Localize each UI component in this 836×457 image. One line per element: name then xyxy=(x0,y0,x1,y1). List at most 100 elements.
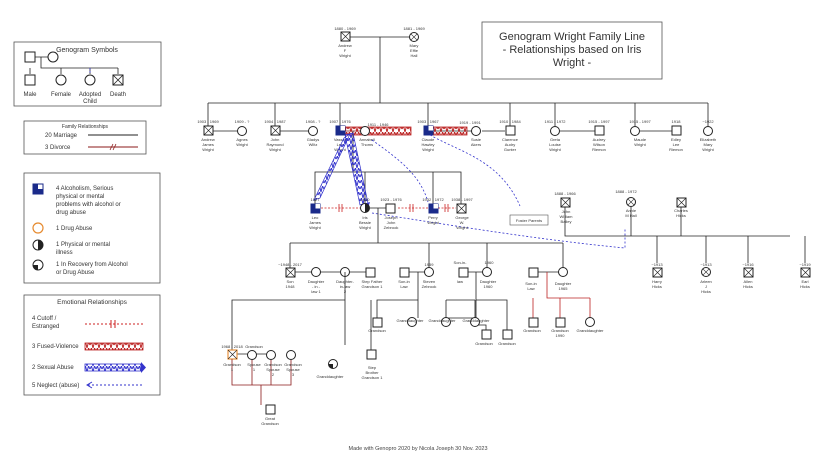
label-people-john-w-3: Bailey xyxy=(561,219,572,224)
label-people-claude-2: Hawley xyxy=(421,142,434,147)
legend-alcohol-4: drug abuse xyxy=(56,210,87,216)
label-people-stepbrother-2: Grandson 1 xyxy=(362,375,384,380)
person-g-grandson-a[interactable] xyxy=(372,317,383,328)
label-people-spouse3-2: 3 xyxy=(292,372,295,377)
label-foster-parents: Foster Parents xyxy=(516,218,542,223)
person-elizabeth[interactable] xyxy=(703,126,713,136)
person-spouse-2[interactable] xyxy=(266,350,276,360)
label-people-steven-2: Zebrook xyxy=(422,284,437,289)
legend-symbols-heading: Genogram Symbols xyxy=(56,47,118,54)
title-box xyxy=(481,21,663,80)
label-people-george-1: George xyxy=(455,215,469,220)
label-people-iris-3: Wright xyxy=(359,225,371,230)
person-maude[interactable] xyxy=(630,126,640,136)
generation-3: 1927 Leo James Wright 1930 Iris Bessie W… xyxy=(309,131,806,263)
label-people-soninlaw2-0: Son-in- xyxy=(454,260,468,265)
person-g-granddaughter-c[interactable] xyxy=(470,317,480,327)
person-agnes[interactable] xyxy=(237,126,247,136)
label-people-spouse2-2: 2 xyxy=(272,372,275,377)
legend-recovery-1: 1 In Recovery from Alcohol xyxy=(56,262,128,268)
legend-family: Family Relationships 20 Marriage 3 Divor… xyxy=(23,120,147,155)
generation-5: Grandson Granddaughter Granddaughter Gra… xyxy=(221,272,604,426)
person-clarence[interactable] xyxy=(505,125,516,136)
person-stepfather[interactable] xyxy=(365,267,376,278)
label-people-iris-1: Iris xyxy=(362,215,367,220)
title-line-2: - Relationships based on Iris xyxy=(503,44,642,56)
legend-emotional-heading: Emotional Relationships xyxy=(57,299,127,306)
person-daughter-1965[interactable] xyxy=(558,267,568,277)
label-people-andrew-f-0: 1880 - 1969 xyxy=(334,26,356,31)
label-people-perry-0: 1932 - 1972 xyxy=(422,197,444,202)
label-people-greta-3: Wright xyxy=(549,147,561,152)
label-people-gladys-0: 1908 - ? xyxy=(306,119,321,124)
label-people-charles-1: Hicks xyxy=(676,213,686,218)
person-annabell[interactable] xyxy=(360,126,370,136)
label-people-leo-0: 1927 xyxy=(311,197,321,202)
person-g-granddaughter-a[interactable] xyxy=(407,317,417,327)
label-people-joseph-0: 1923 - 1976 xyxy=(380,197,402,202)
label-people-audrey-2: Wilson xyxy=(593,142,605,147)
person-soninlaw[interactable] xyxy=(399,267,410,278)
label-people-daughter1965-0: Daughter xyxy=(555,281,572,286)
label-people-harry-1: Harry xyxy=(652,279,662,284)
person-g-granddaughter-d[interactable] xyxy=(585,317,595,327)
label-people-george-3: Wright xyxy=(456,225,468,230)
person-edley[interactable] xyxy=(671,125,682,136)
foster-parents-box xyxy=(509,214,549,226)
label-people-daughter1965-1: 1965 xyxy=(559,286,569,291)
person-susie[interactable] xyxy=(471,126,481,136)
person-spouse-3[interactable] xyxy=(286,350,296,360)
person-g-granddaughter-b[interactable] xyxy=(441,317,451,327)
legend-health: 4 Alcoholism, Serious physical or mental… xyxy=(23,172,161,284)
label-people-clarence-1: Clarence xyxy=(502,137,519,142)
person-daughter-1960[interactable] xyxy=(482,267,492,277)
label-people-joseph-3: Zebrook xyxy=(384,225,399,230)
title-line-1: Genogram Wright Family Line xyxy=(499,31,645,43)
label-people-spouse2-0: Grandson xyxy=(264,362,282,367)
label-people-grandson1-2: 1 xyxy=(231,367,234,372)
person-soninlaw2[interactable] xyxy=(458,267,469,278)
legend-physical-1: 1 Physical or mental xyxy=(56,242,110,248)
generation-2: 1903 - 1969 Andrew James Wright 1909 - ?… xyxy=(197,102,716,152)
male-example-icon xyxy=(24,74,36,86)
label-people-dil1-2: law 1 xyxy=(311,289,321,294)
person-dil1[interactable] xyxy=(311,267,321,277)
person-soninlaw3[interactable] xyxy=(528,267,539,278)
person-steven[interactable] xyxy=(424,267,434,277)
legend-alcohol-2: physical or mental xyxy=(56,194,104,200)
label-people-perry-2: Wright xyxy=(427,220,439,225)
label-people-john-r-2: Raymond xyxy=(266,142,283,147)
person-stepbrother[interactable] xyxy=(366,349,377,360)
legend-fused: 3 Fused-Violence xyxy=(32,344,79,350)
label-people-andrew-j-3: Wright xyxy=(202,147,214,152)
label-people-maude-1: Maude xyxy=(634,137,647,142)
person-g-grandson-c[interactable] xyxy=(502,329,513,340)
person-gladys[interactable] xyxy=(308,126,318,136)
person-g-grandson-d[interactable] xyxy=(528,317,539,328)
person-great-grandson[interactable] xyxy=(265,404,276,415)
person-g-grandson-1990[interactable] xyxy=(555,317,566,328)
label-people-stepfather-0: Step Father xyxy=(362,279,384,284)
label-people-mary-e-1: Mary xyxy=(410,43,419,48)
label-people-susie-2: Akers xyxy=(471,142,481,147)
label-people-soninlaw3-1: Law xyxy=(527,286,534,291)
person-greta[interactable] xyxy=(550,126,560,136)
label-people-stepfather-1: Grandson 1 xyxy=(362,284,384,289)
person-g-grandson-b[interactable] xyxy=(481,329,492,340)
label-people-agnes-0: 1909 - ? xyxy=(235,119,250,124)
label-people-agnes-1: Agnes xyxy=(236,137,247,142)
label-people-spouse3-0: Grandson xyxy=(284,362,302,367)
label-people-spouse2-1: Spouse xyxy=(266,367,280,372)
label-people-george-2: W. xyxy=(460,220,465,225)
label-people-perry-1: Perry xyxy=(428,215,438,220)
person-audrey[interactable] xyxy=(594,125,605,136)
label-people-joseph-2: John xyxy=(387,220,396,225)
legend-cutoff-1: 4 Cutoff / xyxy=(32,316,57,322)
person-joseph[interactable] xyxy=(385,203,396,214)
label-people-john-r-3: Wright xyxy=(269,147,281,152)
label-people-greta-1: Greta xyxy=(550,137,561,142)
label-people-daughter1960-2: 1960 xyxy=(484,284,494,289)
person-spouse-1[interactable] xyxy=(247,350,257,360)
label-people-mary-e-3: Hall xyxy=(411,53,418,58)
